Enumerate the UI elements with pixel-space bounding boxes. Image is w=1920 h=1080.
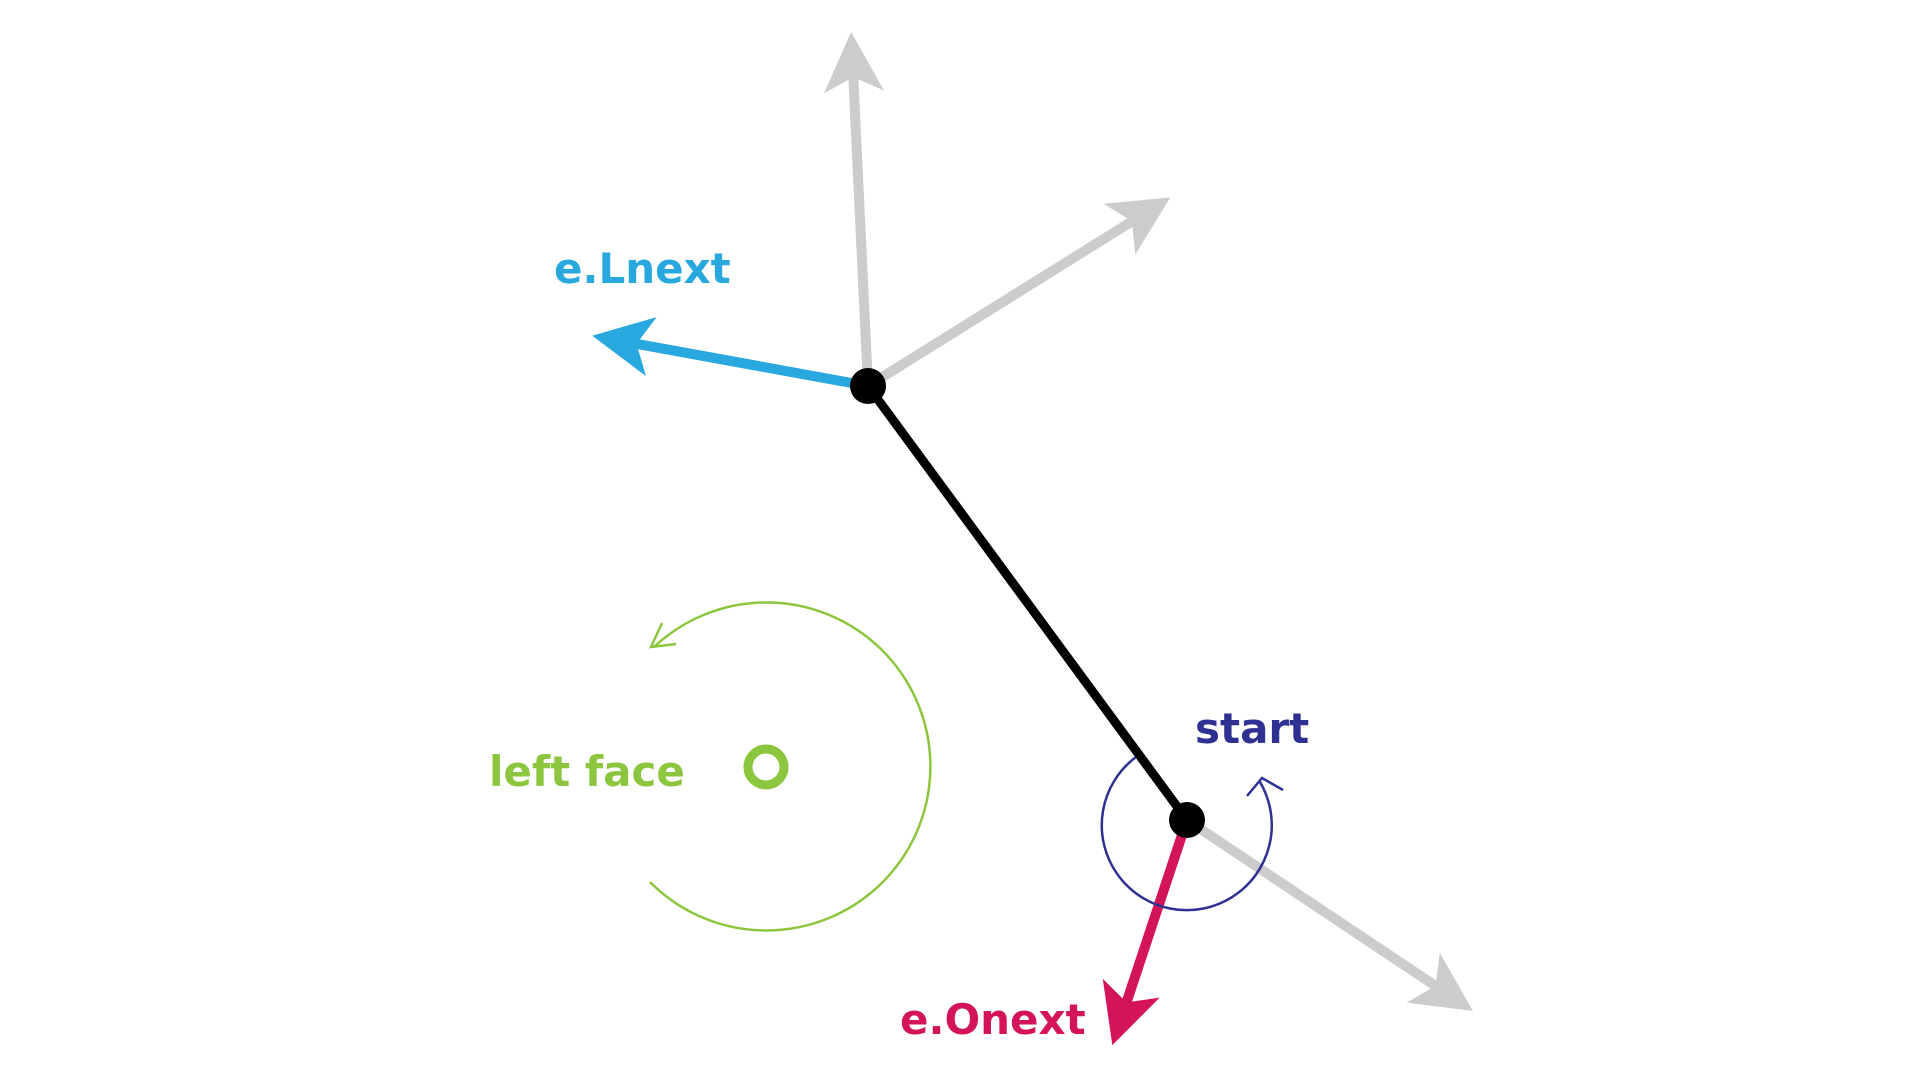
lnext-label: e.Lnext (554, 244, 731, 293)
lnext-arrow (592, 317, 869, 391)
left-face-marker (743, 744, 789, 790)
start-rotation-arc (1100, 755, 1274, 912)
start-label: start (1195, 704, 1309, 753)
main-edge (864, 383, 1191, 823)
left-face-rotation-arc (649, 601, 932, 932)
vertex-origin (1169, 802, 1205, 838)
onext-label: e.Onext (900, 995, 1086, 1044)
neighbor-edge-up (824, 32, 884, 387)
onext-arrow (1102, 818, 1192, 1046)
start-rotation-arrowhead-icon (1246, 776, 1284, 797)
left-face-label: left face (489, 747, 685, 796)
neighbor-edge-up-right (865, 197, 1171, 391)
neighbor-edge-down-right (1184, 815, 1473, 1011)
vertex-dest (850, 368, 886, 404)
left-face-arrowhead-icon (648, 622, 677, 649)
